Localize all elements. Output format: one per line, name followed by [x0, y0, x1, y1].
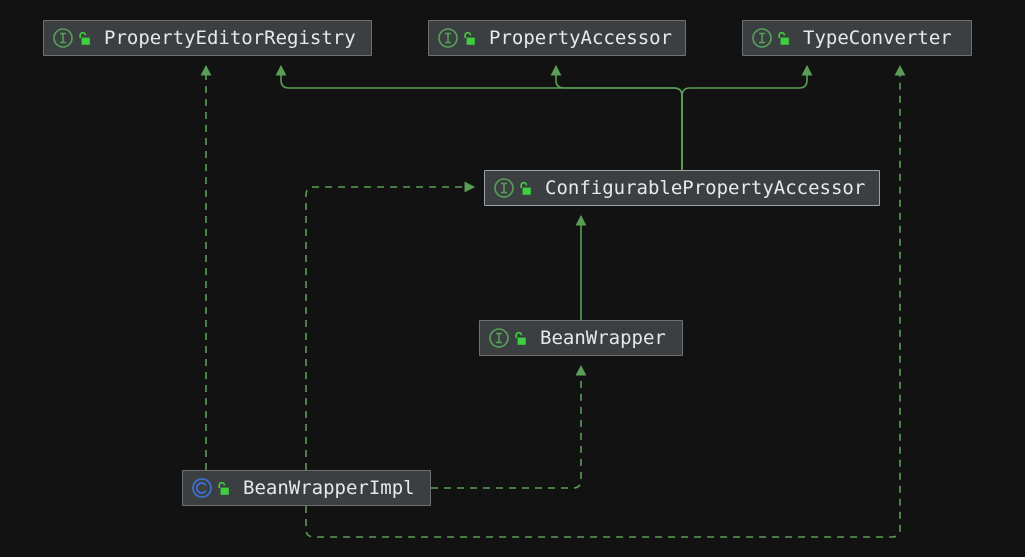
node-label-bean-wrapper-impl: BeanWrapperImpl	[243, 476, 415, 499]
node-icon-group	[191, 477, 230, 499]
node-label-property-editor-registry: PropertyEditorRegistry	[104, 26, 356, 49]
node-label-bean-wrapper: BeanWrapper	[540, 326, 666, 349]
edge-impl-implements-beanwrapper	[431, 364, 587, 489]
interface-icon	[488, 327, 510, 349]
class-node-configurable-property-accessor[interactable]: ConfigurablePropertyAccessor	[484, 170, 880, 206]
node-label-configurable-property-accessor: ConfigurablePropertyAccessor	[545, 176, 866, 199]
class-node-bean-wrapper-impl[interactable]: BeanWrapperImpl	[182, 470, 431, 506]
edge-cpa-extends-type-converter	[681, 64, 813, 170]
class-icon	[191, 477, 213, 499]
node-label-type-converter: TypeConverter	[803, 26, 952, 49]
edge-impl-implements-cpa	[305, 181, 476, 470]
edge-cpa-extends-property-accessor	[550, 64, 683, 170]
class-node-property-editor-registry[interactable]: PropertyEditorRegistry	[43, 20, 372, 56]
node-icon-group	[52, 27, 91, 49]
interface-icon	[751, 27, 773, 49]
unlocked-padlock-icon	[213, 481, 230, 496]
node-icon-group	[437, 27, 476, 49]
unlocked-padlock-icon	[773, 31, 790, 46]
edge-cpa-extends-property-editor-registry	[275, 64, 683, 170]
interface-icon	[437, 27, 459, 49]
interface-icon	[493, 177, 515, 199]
node-icon-group	[493, 177, 532, 199]
class-node-bean-wrapper[interactable]: BeanWrapper	[479, 320, 683, 356]
class-node-property-accessor[interactable]: PropertyAccessor	[428, 20, 686, 56]
unlocked-padlock-icon	[515, 181, 532, 196]
node-icon-group	[488, 327, 527, 349]
edge-impl-implements-type-converter	[305, 64, 906, 538]
unlocked-padlock-icon	[510, 331, 527, 346]
node-icon-group	[751, 27, 790, 49]
unlocked-padlock-icon	[459, 31, 476, 46]
unlocked-padlock-icon	[74, 31, 91, 46]
interface-icon	[52, 27, 74, 49]
class-node-type-converter[interactable]: TypeConverter	[742, 20, 972, 56]
node-label-property-accessor: PropertyAccessor	[489, 26, 673, 49]
